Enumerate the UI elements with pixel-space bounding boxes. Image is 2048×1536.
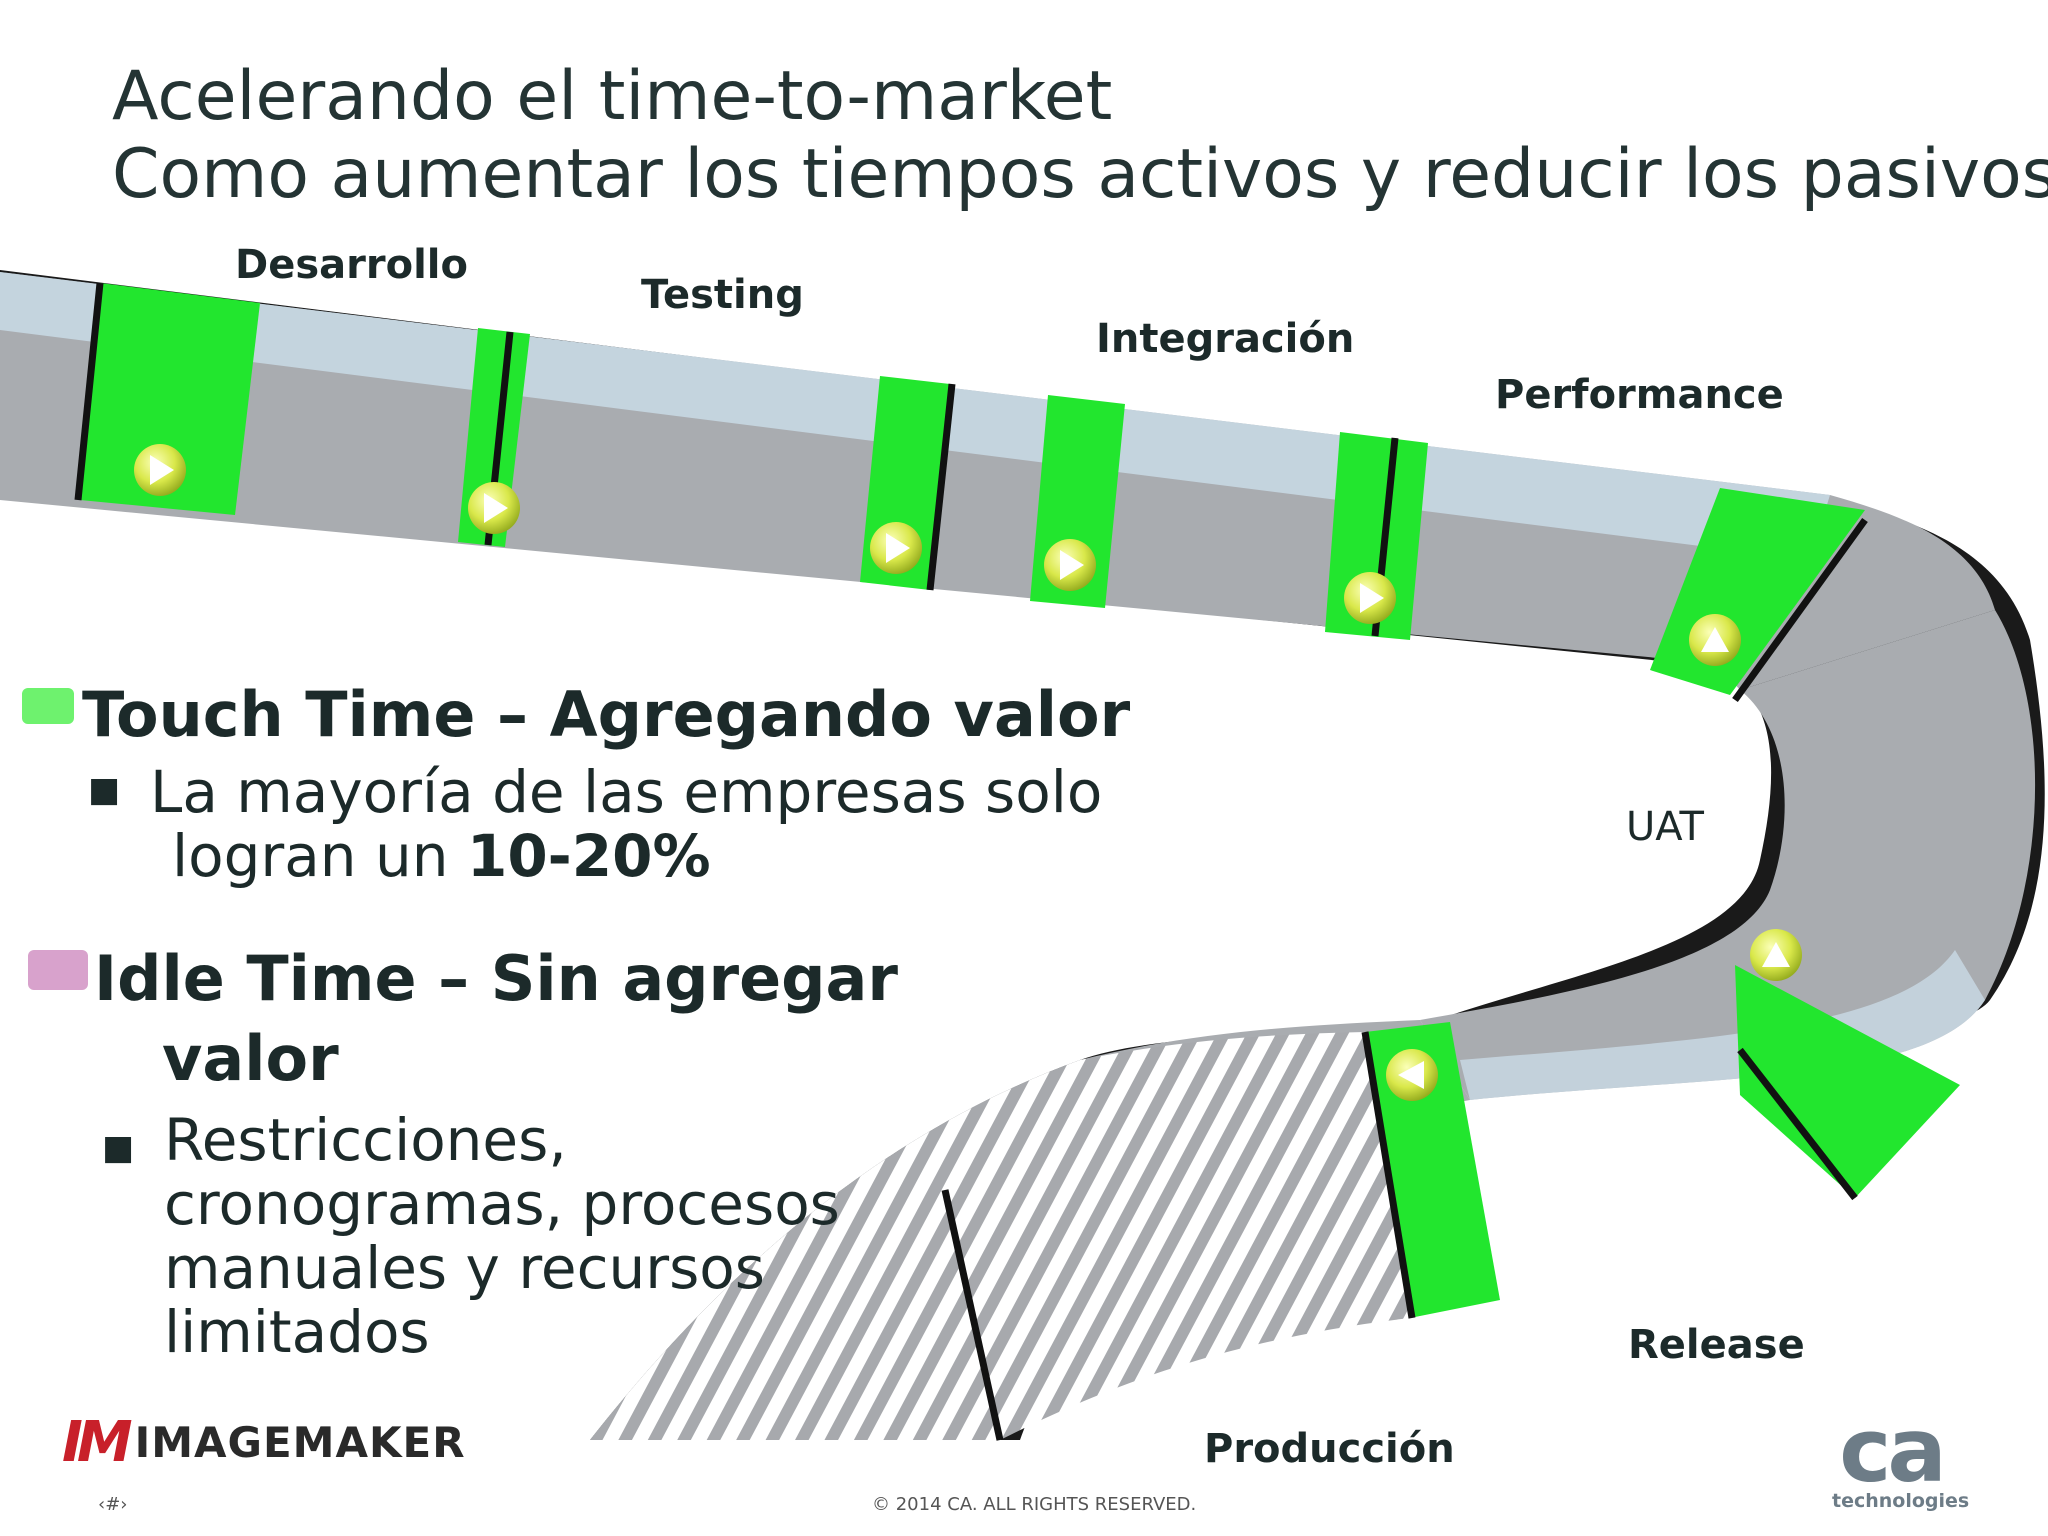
play-icon [1044, 539, 1096, 591]
stage-label-desarrollo: Desarrollo [235, 242, 468, 288]
stage-label-performance: Performance [1495, 372, 1784, 418]
play-icon [134, 444, 186, 496]
imagemaker-wordmark: IMAGEMAKER [134, 1418, 466, 1467]
touch-time-title: Touch Time – Agregando valor [82, 678, 1131, 751]
imagemaker-logo: IM IMAGEMAKER [62, 1410, 466, 1475]
stage-label-testing: Testing [641, 272, 804, 318]
touch-time-blocks [80, 283, 1960, 1318]
imagemaker-mark: IM [62, 1410, 133, 1475]
touch-time-bullet-line2: logran un 10-20% [172, 822, 711, 890]
idle-time-title-line2: valor [162, 1022, 339, 1095]
copyright: © 2014 CA. ALL RIGHTS RESERVED. [872, 1494, 1197, 1515]
ca-wordmark: technologies [1832, 1490, 1970, 1512]
slide-number: ‹#› [98, 1494, 128, 1515]
stage-label-integracion: Integración [1096, 316, 1355, 362]
ca-mark: ca [1839, 1399, 1947, 1502]
stage-label-release: Release [1628, 1322, 1805, 1368]
stage-label-produccion: Producción [1204, 1426, 1455, 1472]
road-curve-surface [1420, 610, 2036, 1100]
play-buttons [134, 444, 1802, 1101]
stage-dividers [74, 282, 1868, 1441]
touch-time-bullet-line1: La mayoría de las empresas solo [150, 758, 1103, 826]
play-icon [1344, 572, 1396, 624]
road-idle-hatch [590, 1032, 1410, 1440]
bullet-icon: ■ [88, 770, 121, 810]
stage-label-uat: UAT [1626, 804, 1704, 850]
play-icon-up [1689, 614, 1741, 666]
title-line-1: Acelerando el time-to-market [112, 57, 1113, 136]
play-icon-up [1750, 929, 1802, 981]
slide-title: Acelerando el time-to-market Como aument… [112, 58, 2048, 214]
play-icon [468, 482, 520, 534]
idle-time-swatch [28, 950, 88, 990]
bullet-icon: ■ [102, 1128, 135, 1168]
idle-time-bullet: Restricciones, cronogramas, procesos man… [164, 1106, 840, 1366]
play-icon-left [1386, 1049, 1438, 1101]
title-line-2: Como aumentar los tiempos activos y redu… [112, 135, 2048, 214]
idle-time-title-line1: Idle Time – Sin agregar [94, 942, 898, 1015]
ca-technologies-logo: ca technologies [1832, 1399, 1970, 1513]
touch-time-swatch [22, 688, 74, 724]
play-icon [870, 522, 922, 574]
